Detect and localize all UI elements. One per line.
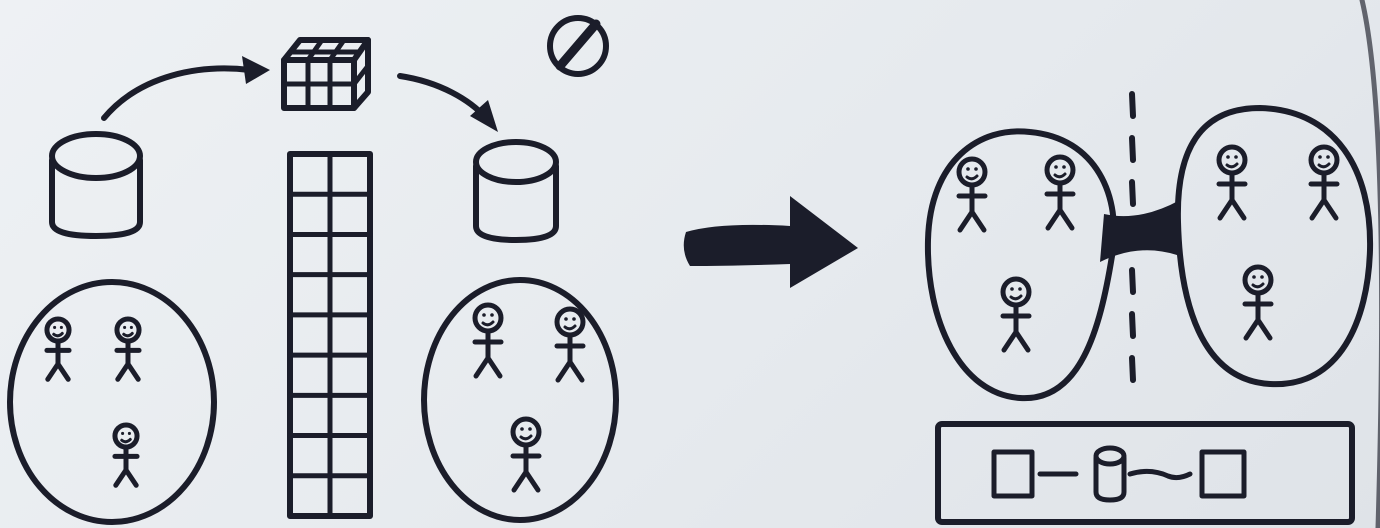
curved-arrow-to-target (400, 76, 498, 132)
stick-person-icon (115, 425, 137, 485)
stick-person-icon (47, 319, 69, 379)
stick-person-icon (1047, 157, 1073, 228)
stick-person-icon (1311, 147, 1337, 218)
box-icon (994, 452, 1032, 496)
stick-person-icon (475, 305, 501, 376)
stick-person-icon (557, 309, 583, 380)
curved-arrow-to-cube (104, 56, 270, 118)
stick-person-icon (1245, 267, 1271, 338)
database-cylinder-icon (476, 142, 556, 240)
divider-dash (1132, 270, 1133, 292)
divider-dash (1132, 138, 1133, 160)
database-icon (1096, 448, 1124, 500)
stick-person-icon (1003, 279, 1029, 350)
divider-dash (1132, 358, 1133, 380)
cluster-right-outline (1178, 108, 1370, 384)
pipeline-box (938, 424, 1352, 522)
grid-cube-icon (284, 40, 368, 108)
divider-dash (1132, 94, 1133, 116)
stick-person-icon (117, 319, 139, 379)
group-one-circle (10, 282, 214, 522)
database-cylinder-icon (52, 134, 140, 236)
divider-dash (1132, 314, 1133, 336)
cluster-left-outline (928, 131, 1114, 398)
stick-person-icon (1219, 147, 1245, 218)
prohibited-icon (550, 18, 606, 74)
stick-person-icon (959, 159, 985, 230)
divider-dash (1132, 182, 1133, 204)
box-icon (1202, 452, 1244, 496)
big-right-arrow-icon (684, 196, 858, 288)
stick-person-icon (513, 419, 539, 490)
tall-grid-table (290, 154, 370, 516)
